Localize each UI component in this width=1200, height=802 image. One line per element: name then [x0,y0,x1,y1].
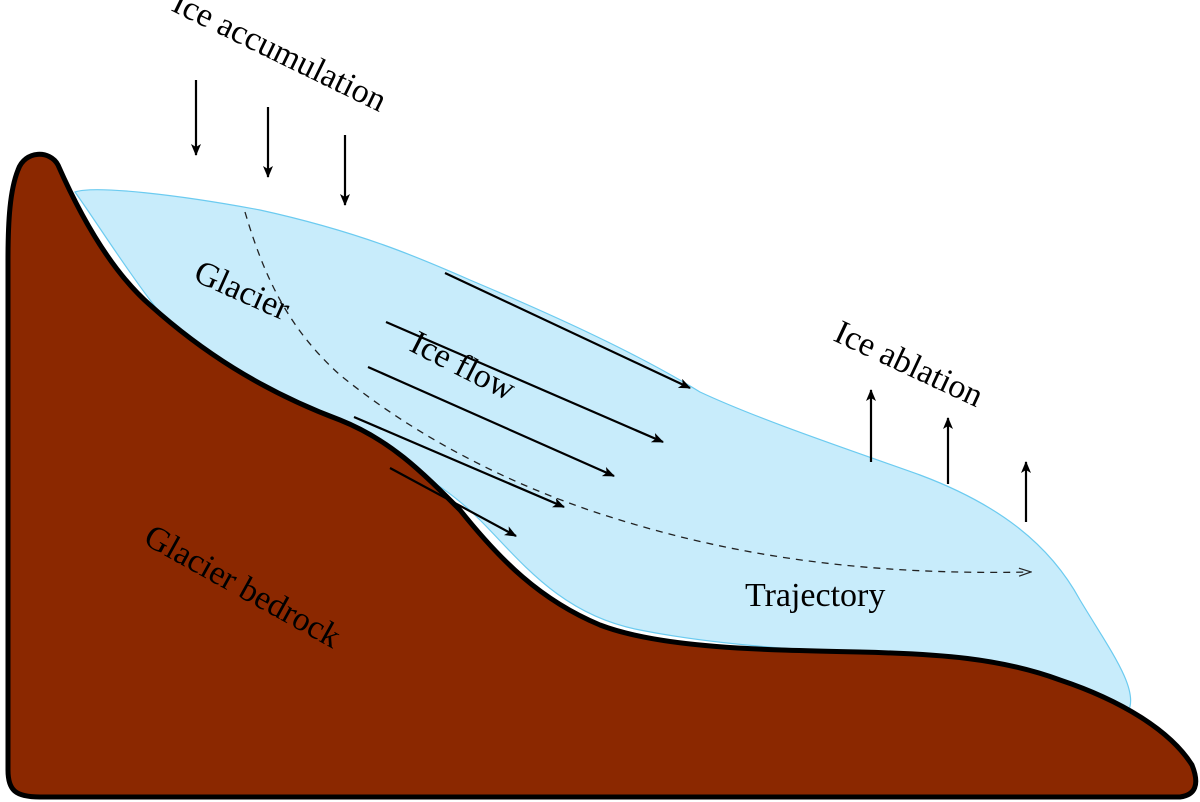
flow-arrow-icon [389,467,517,537]
glacier-bedrock [5,151,1199,800]
label-ice-accumulation: Ice accumulation [166,0,392,119]
flow-arrow-icon [444,272,691,389]
flow-arrow-icon [367,365,615,478]
ice-flow-arrows [353,272,691,537]
flow-arrow-icon [385,320,664,444]
flow-arrow-icon [353,415,565,509]
trajectory-path [244,211,1030,572]
label-ice-ablation: Ice ablation [829,314,989,415]
accumulation-arrows [191,80,350,206]
label-trajectory: Trajectory [745,577,885,614]
ablation-arrows [866,389,1031,522]
